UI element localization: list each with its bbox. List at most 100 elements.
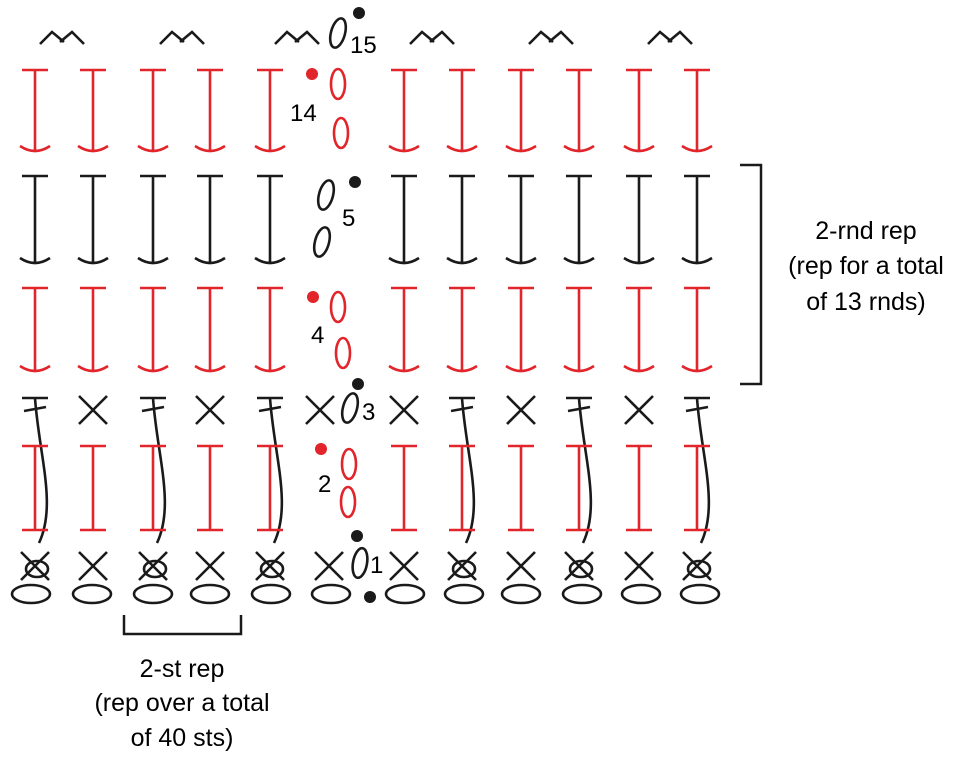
- turning-chain-symbol: [329, 290, 347, 324]
- turning-chain-symbol: [328, 17, 348, 49]
- chain-stitch-symbol: [132, 583, 174, 605]
- single-crochet-symbol: [195, 551, 225, 581]
- front-loop-arc: [681, 364, 713, 373]
- front-loop-arc: [77, 144, 109, 153]
- chain-stitch-symbol: [189, 583, 231, 605]
- front-loop-arc: [505, 256, 537, 265]
- single-crochet-symbol: [624, 551, 654, 581]
- front-loop-arc: [19, 364, 51, 373]
- sc2tog-symbol: [409, 30, 455, 45]
- front-loop-arc: [77, 256, 109, 265]
- slip-stitch-dot: [315, 443, 327, 455]
- front-loop-arc: [19, 256, 51, 265]
- front-loop-arc: [19, 144, 51, 153]
- single-crochet-symbol: [389, 551, 419, 581]
- turning-chain-symbol: [332, 116, 350, 150]
- slip-stitch-dot: [351, 530, 363, 542]
- round-repeat-note-line2: (rep for a total: [788, 252, 944, 280]
- front-loop-arc: [137, 144, 169, 153]
- single-crochet-symbol: [624, 395, 654, 425]
- turning-chain-symbol: [334, 336, 352, 370]
- round-number-14: 14: [290, 100, 317, 127]
- stitch-repeat-note-line2: (rep over a total: [94, 689, 269, 717]
- round-number-15: 15: [350, 32, 377, 59]
- front-loop-arc: [623, 256, 655, 265]
- single-crochet-symbol: [506, 395, 536, 425]
- single-crochet-symbol: [564, 551, 594, 581]
- front-loop-arc: [505, 364, 537, 373]
- sc-worked-loop-symbol: [24, 559, 50, 579]
- front-loop-arc: [388, 256, 420, 265]
- single-crochet-symbol: [255, 551, 285, 581]
- front-post-stem: [577, 397, 593, 544]
- front-loop-arc: [446, 256, 478, 265]
- chain-stitch-symbol: [561, 583, 603, 605]
- sc-worked-loop-symbol: [451, 559, 477, 579]
- turning-chain-symbol: [340, 392, 360, 424]
- slip-stitch-dot: [306, 68, 318, 80]
- single-crochet-symbol: [314, 551, 344, 581]
- single-crochet-symbol: [682, 551, 712, 581]
- front-loop-arc: [137, 364, 169, 373]
- slip-stitch-dot: [349, 176, 361, 188]
- round-number-2: 2: [318, 471, 331, 498]
- chain-stitch-symbol: [310, 583, 352, 605]
- front-post-stem: [460, 397, 476, 544]
- front-loop-arc: [137, 256, 169, 265]
- front-loop-arc: [505, 144, 537, 153]
- round-repeat-note-line3: of 13 rnds): [806, 288, 926, 316]
- front-loop-arc: [388, 144, 420, 153]
- stitch-repeat-bracket: [122, 615, 243, 636]
- front-loop-arc: [194, 144, 226, 153]
- single-crochet-symbol: [305, 395, 335, 425]
- turning-chain-symbol: [312, 226, 332, 258]
- round-repeat-bracket: [740, 163, 763, 386]
- sc2tog-symbol: [159, 30, 205, 45]
- front-post-stem: [151, 397, 167, 544]
- front-loop-arc: [681, 256, 713, 265]
- front-loop-arc: [254, 364, 286, 373]
- front-loop-arc: [77, 364, 109, 373]
- round-repeat-note-line1: 2-rnd rep: [815, 217, 916, 245]
- chain-stitch-symbol: [679, 583, 721, 605]
- turning-chain-symbol: [351, 546, 369, 580]
- front-post-stem: [695, 397, 711, 544]
- turning-chain-symbol: [329, 67, 347, 101]
- round-number-1: 1: [370, 552, 383, 579]
- round-number-4: 4: [311, 322, 324, 349]
- sc-worked-loop-symbol: [568, 559, 594, 579]
- front-loop-arc: [623, 364, 655, 373]
- sc2tog-symbol: [274, 30, 320, 45]
- front-loop-arc: [681, 144, 713, 153]
- front-loop-arc: [563, 364, 595, 373]
- front-loop-arc: [623, 144, 655, 153]
- front-loop-arc: [254, 256, 286, 265]
- sc-worked-loop-symbol: [686, 559, 712, 579]
- single-crochet-symbol: [138, 551, 168, 581]
- single-crochet-symbol: [78, 551, 108, 581]
- round-number-3: 3: [362, 399, 375, 426]
- chain-stitch-symbol: [71, 583, 113, 605]
- chain-stitch-symbol: [620, 583, 662, 605]
- front-post-stem: [33, 397, 49, 544]
- front-loop-arc: [563, 144, 595, 153]
- front-loop-arc: [563, 256, 595, 265]
- slip-stitch-dot: [364, 591, 376, 603]
- turning-chain-symbol: [340, 447, 358, 481]
- stitch-symbols: [10, 7, 721, 605]
- front-loop-arc: [446, 364, 478, 373]
- slip-stitch-dot: [353, 7, 365, 19]
- front-loop-arc: [446, 144, 478, 153]
- stitch-repeat-note-line1: 2-st rep: [140, 655, 225, 683]
- sc-worked-loop-symbol: [142, 559, 168, 579]
- chain-stitch-symbol: [250, 583, 292, 605]
- turning-chain-symbol: [339, 485, 357, 519]
- slip-stitch-dot: [352, 378, 364, 390]
- single-crochet-symbol: [506, 551, 536, 581]
- front-loop-arc: [388, 364, 420, 373]
- front-loop-arc: [194, 256, 226, 265]
- front-loop-arc: [254, 144, 286, 153]
- chain-stitch-symbol: [443, 583, 485, 605]
- round-number-5: 5: [342, 205, 355, 232]
